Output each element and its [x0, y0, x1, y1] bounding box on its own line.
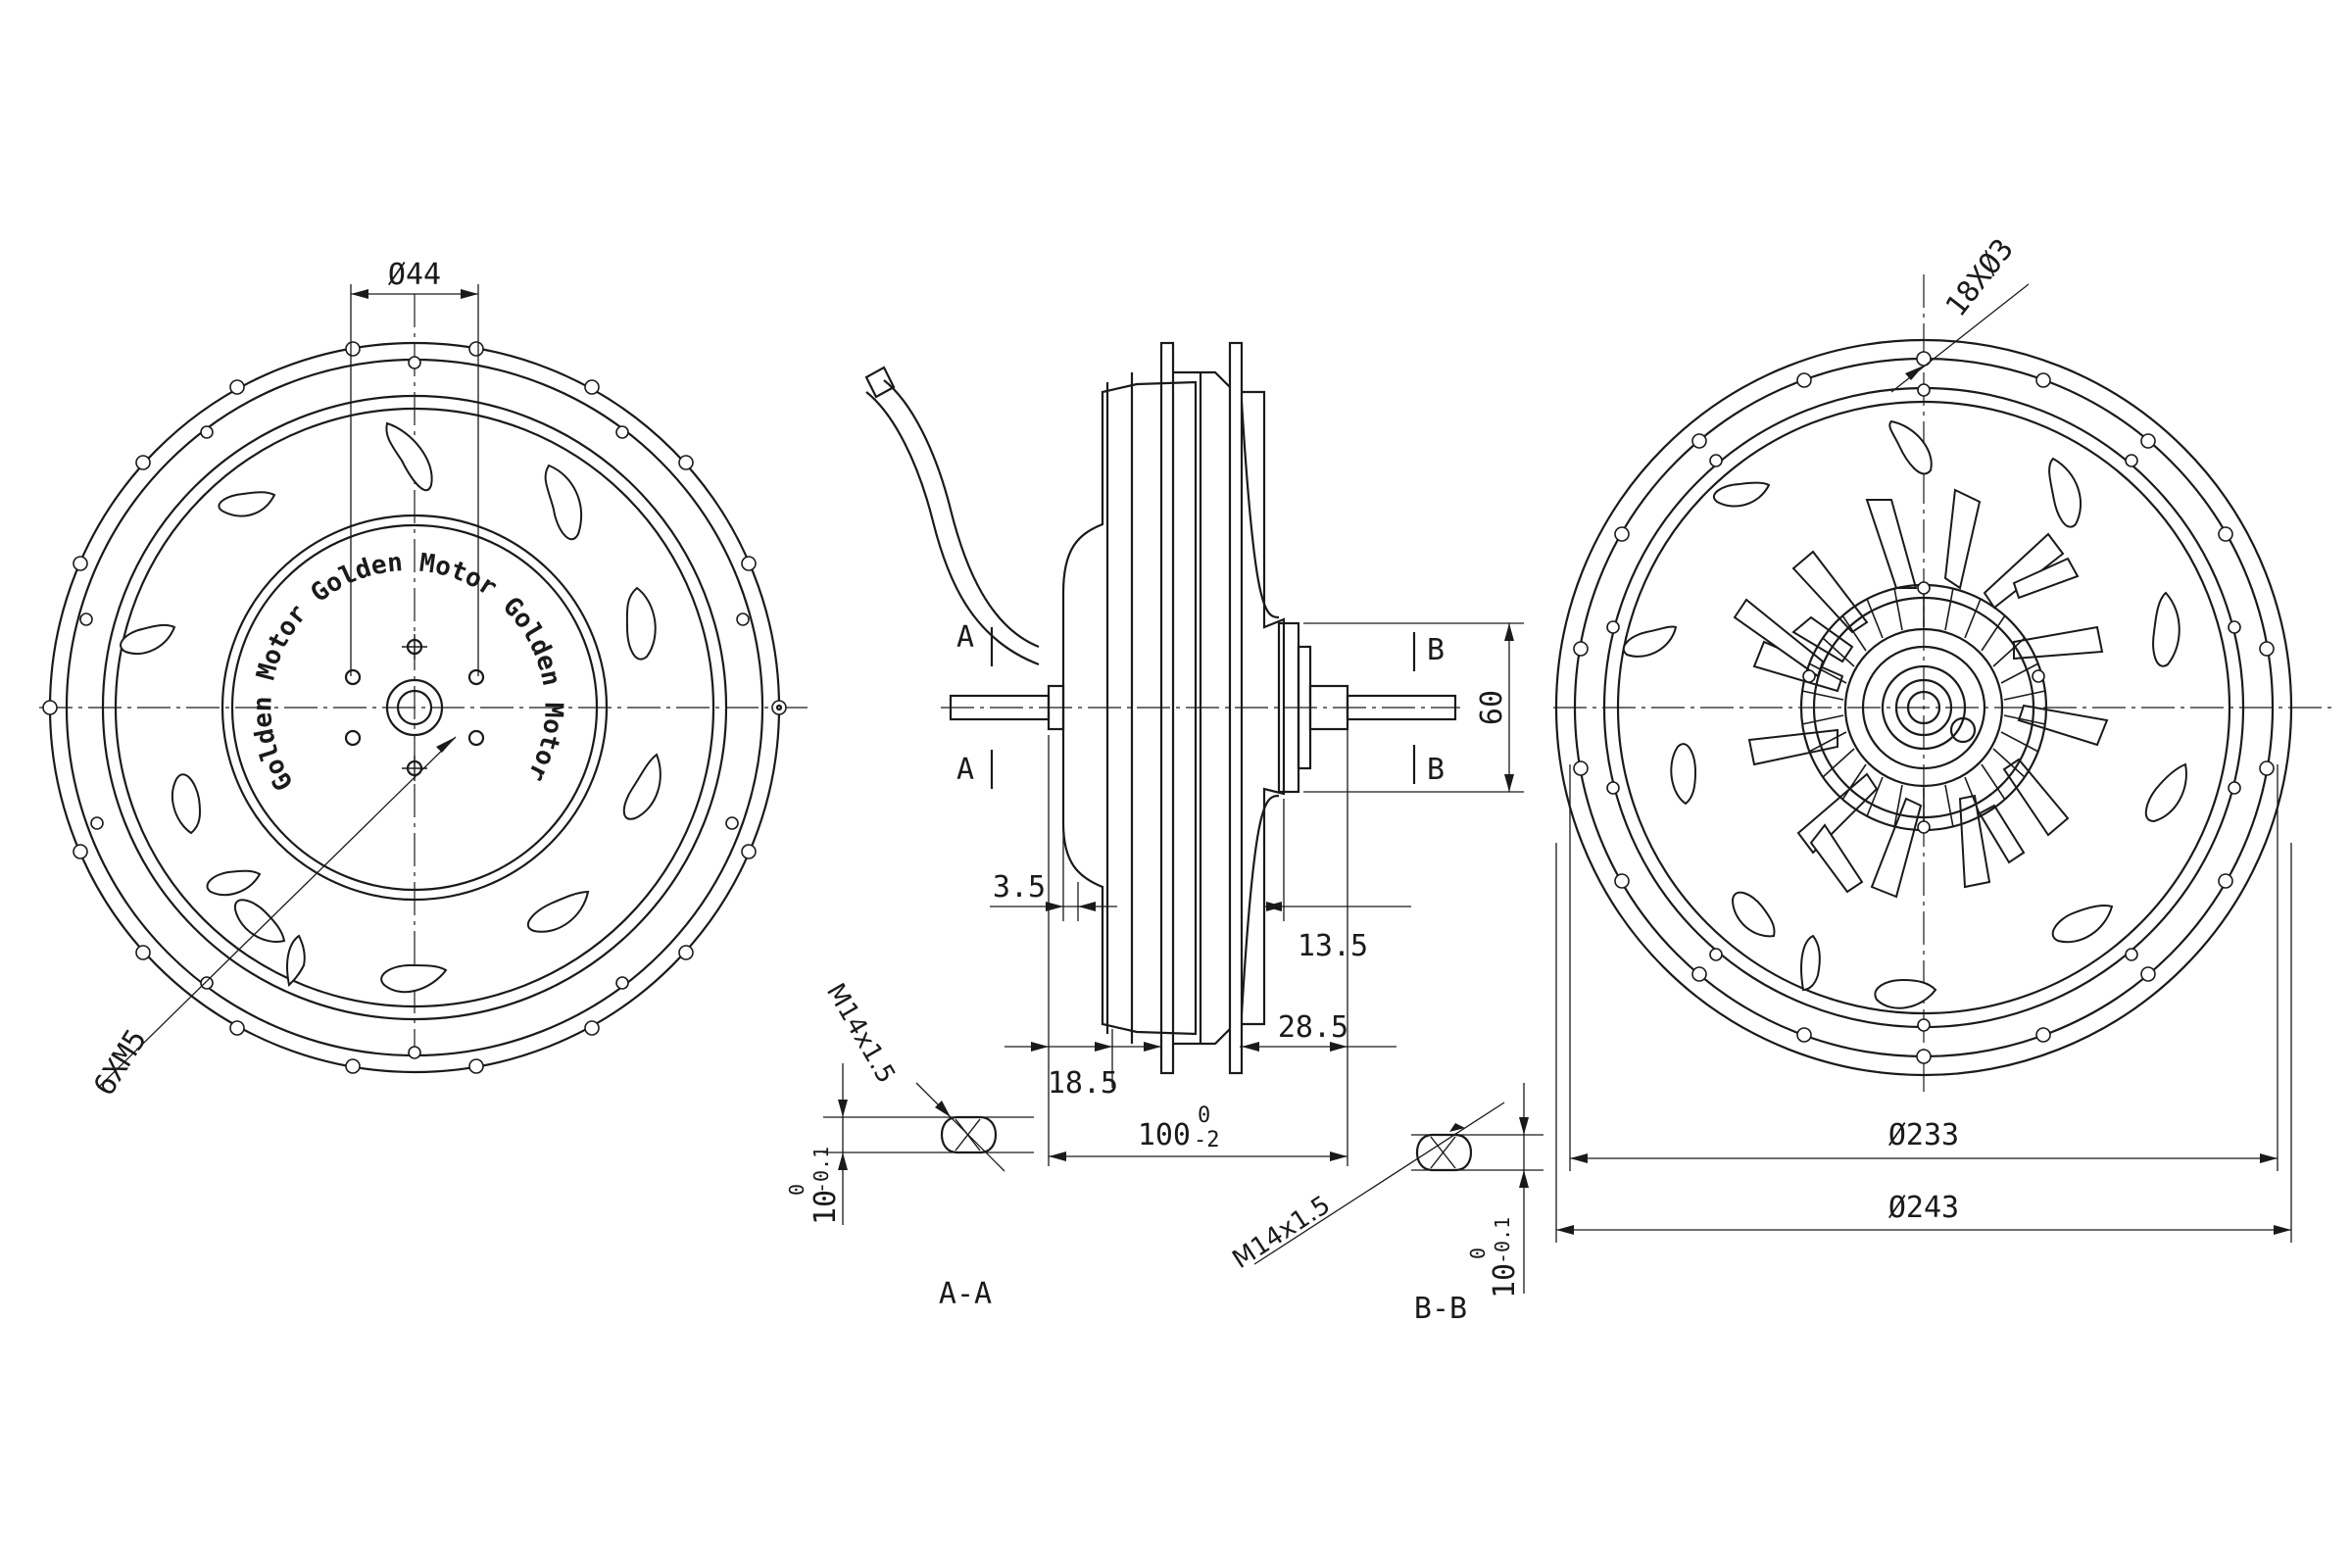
side-cover: [1242, 390, 1286, 1026]
dim-3-5: 3.5: [990, 823, 1117, 921]
inner-diameter-label: Ø233: [1888, 1118, 1959, 1152]
brand-text: Golden Motor Golden Motor Golden Motor: [248, 548, 567, 796]
svg-text:13.5: 13.5: [1298, 929, 1368, 963]
svg-text:100: 100: [1138, 1118, 1191, 1152]
overall-width-dimension: 100 0 -2: [1049, 1058, 1348, 1166]
front-cooling-vents: [120, 421, 662, 994]
svg-text:-2: -2: [1194, 1128, 1220, 1152]
motor-hub-body: [1061, 380, 1198, 1036]
section-marker-a: A A: [956, 620, 994, 789]
rear-inner-diameter-dimension: Ø233: [1569, 764, 2278, 1171]
svg-text:-0.1: -0.1: [809, 1147, 833, 1194]
hub-diameter-label: Ø44: [388, 258, 441, 292]
rear-holes-label: 18XØ3: [1939, 232, 2021, 323]
hub-width-dimension: 60: [1303, 622, 1524, 793]
front-axle: [396, 689, 433, 726]
section-marker-b: B B: [1412, 632, 1445, 787]
svg-text:18.5: 18.5: [1048, 1066, 1118, 1101]
front-hub-bolts: [344, 634, 485, 781]
svg-text:10: 10: [808, 1190, 843, 1225]
svg-text:10: 10: [1488, 1263, 1522, 1298]
side-view: A A B B 60 3.5: [864, 341, 1524, 1166]
section-bb-profile: [1415, 1133, 1473, 1172]
svg-text:0: 0: [1198, 1103, 1210, 1128]
svg-text:3.5: 3.5: [993, 870, 1046, 905]
rear-view: 18XØ3 Ø233 Ø243: [1553, 232, 2337, 1243]
front-cover-ring-inner: [114, 407, 715, 1008]
svg-text:A: A: [956, 620, 974, 655]
svg-text:B: B: [1427, 633, 1445, 667]
svg-text:A: A: [956, 753, 974, 787]
section-aa-label: A-A: [939, 1277, 992, 1311]
front-hub-diameter-dimension: Ø44: [350, 258, 479, 676]
section-bb-label: B-B: [1414, 1292, 1467, 1326]
svg-text:60: 60: [1475, 690, 1509, 725]
rear-outer-diameter-dimension: Ø243: [1555, 843, 2292, 1243]
front-hub-plate-inner: [230, 523, 599, 892]
rear-hub-ribs: [1801, 585, 2046, 830]
left-axle: [949, 694, 1051, 721]
rear-cooling-vents: [1622, 419, 2187, 1009]
rear-rim-bolt-holes: [1573, 351, 2275, 1064]
svg-text:-0.1: -0.1: [1491, 1217, 1514, 1264]
svg-text:0: 0: [1466, 1248, 1490, 1259]
rear-outer-rim: [1554, 338, 2293, 1077]
power-cable: [864, 366, 1040, 666]
front-view: Ø44 6XM5 Golden Motor Golden Motor Golde…: [39, 258, 813, 1102]
rear-cover-ring-inner: [1616, 400, 2231, 1015]
rim-flanges: [1159, 341, 1244, 1075]
section-aa: M14x1.5 10 0 -0.1 A-A: [785, 979, 1034, 1311]
svg-text:M14x1.5: M14x1.5: [820, 979, 901, 1089]
dim-13-5: 13.5: [1264, 799, 1411, 963]
rear-radial-fins: [1733, 488, 2109, 899]
svg-text:0: 0: [785, 1184, 808, 1196]
front-hub-plate: [220, 514, 609, 902]
svg-text:28.5: 28.5: [1278, 1010, 1348, 1045]
bolt-pattern-label: 6XM5: [87, 1023, 154, 1102]
dim-18-5: 18.5: [1004, 735, 1161, 1166]
front-axle-collar: [385, 678, 444, 737]
dim-28-5: 28.5: [1240, 725, 1396, 1058]
outer-diameter-label: Ø243: [1888, 1191, 1959, 1225]
front-cover-ring: [101, 394, 728, 1021]
right-axle: [1346, 694, 1457, 721]
section-bb: M14x1.5 10 0 -0.1 B-B: [1227, 1083, 1544, 1326]
front-rim-bolt-holes: [42, 341, 787, 1074]
svg-text:M14x1.5: M14x1.5: [1227, 1191, 1335, 1275]
svg-text:B: B: [1427, 753, 1445, 787]
